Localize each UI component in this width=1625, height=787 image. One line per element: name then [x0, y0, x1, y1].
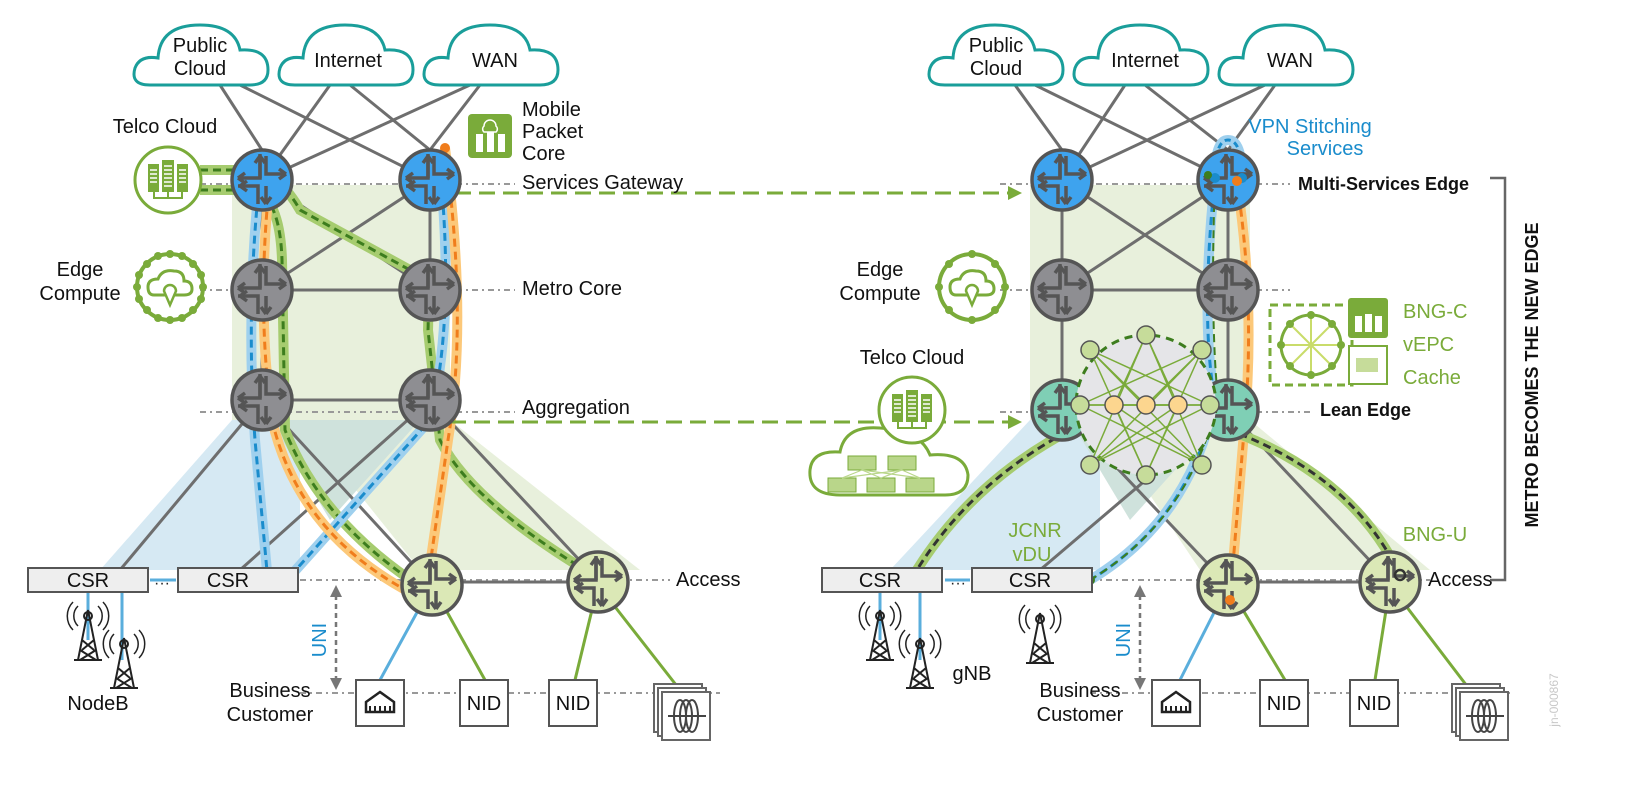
- edge-compute-icon: [133, 250, 207, 324]
- fiber-spool-icon: [653, 683, 711, 741]
- edge-fabric-mesh: [1070, 325, 1220, 485]
- mpc-label-line1: Mobile: [522, 99, 581, 121]
- cloud-label: Internet: [314, 50, 382, 72]
- router-core-1: [1030, 258, 1094, 322]
- telco-cloud-icon: [133, 145, 203, 215]
- router-core-2: [398, 258, 462, 322]
- telco-cloud-label: Telco Cloud: [113, 116, 218, 138]
- jcnr-label: JCNR: [1008, 520, 1061, 542]
- cache-label: Cache: [1403, 367, 1461, 389]
- mobile-packet-core-icon: [468, 114, 512, 158]
- edge-compute-label-line2: Compute: [839, 283, 920, 305]
- vpn-stitching-label-line2: Services: [1287, 138, 1364, 160]
- ran-zone: [100, 420, 300, 570]
- router-mse-2: [1196, 148, 1260, 212]
- business-customer-icon: [1151, 679, 1201, 727]
- svg-text:NID: NID: [1267, 693, 1301, 715]
- svg-text:CSR: CSR: [1009, 570, 1051, 592]
- svg-text:CSR: CSR: [207, 570, 249, 592]
- telco-cloud-label: Telco Cloud: [860, 347, 965, 369]
- uni-label: UNI: [1113, 623, 1135, 657]
- cloud-wan-right: WAN: [1217, 23, 1355, 87]
- router-access-1: [1196, 553, 1260, 617]
- bng-c-label: BNG-C: [1403, 301, 1467, 323]
- layer-label-services-gateway: Services Gateway: [522, 172, 683, 194]
- nid-box-1: NID: [1259, 679, 1309, 727]
- cloud-internet-left: Internet: [277, 23, 415, 87]
- csr-box-1: CSR: [821, 567, 943, 593]
- layer-label-access: Access: [1428, 569, 1492, 591]
- mpc-label-line2: Packet: [522, 121, 584, 143]
- edge-compute-label-line2: Compute: [39, 283, 120, 305]
- router-mse-1: [1030, 148, 1094, 212]
- router-agg-2: [398, 368, 462, 432]
- mpc-label-line3: Core: [522, 143, 565, 165]
- layer-label-multi-services-edge: Multi-Services Edge: [1298, 174, 1469, 194]
- business-customer-label-line2: Customer: [1037, 704, 1124, 726]
- svg-text:CSR: CSR: [67, 570, 109, 592]
- uni-label: UNI: [309, 623, 331, 657]
- csr-box-2: CSR: [177, 567, 299, 593]
- vdu-label: vDU: [1013, 544, 1052, 566]
- edge-compute-label-line1: Edge: [57, 259, 104, 281]
- layer-label-aggregation: Aggregation: [522, 397, 630, 419]
- cloud-label: WAN: [472, 50, 518, 72]
- router-agg-1: [230, 368, 294, 432]
- cloud-label: Internet: [1111, 50, 1179, 72]
- edge-compute-icon: [935, 250, 1009, 324]
- svg-text:CSR: CSR: [859, 570, 901, 592]
- nid-box-2: NID: [1349, 679, 1399, 727]
- cloud-internet-right: Internet: [1072, 23, 1210, 87]
- services-box: [1268, 298, 1388, 387]
- cloud-label: WAN: [1267, 50, 1313, 72]
- bng-u-label: BNG-U: [1403, 524, 1467, 546]
- svg-text:NID: NID: [467, 693, 501, 715]
- vepc-label: vEPC: [1403, 334, 1454, 356]
- metro-new-edge-title: METRO BECOMES THE NEW EDGE: [1522, 222, 1542, 527]
- router-core-1: [230, 258, 294, 322]
- svg-text:NID: NID: [1357, 693, 1391, 715]
- business-customer-label-line1: Business: [1039, 680, 1120, 702]
- svg-text:NID: NID: [556, 693, 590, 715]
- uni-arrow: [330, 585, 342, 690]
- nid-box-2: NID: [548, 679, 598, 727]
- overlap-zone: [270, 420, 420, 520]
- cloud-wan-left: WAN: [422, 23, 560, 87]
- business-customer-label-line1: Business: [229, 680, 310, 702]
- csr-chain-ellipsis: ···: [154, 575, 170, 592]
- csr-box-2: CSR: [971, 567, 1093, 593]
- layer-label-metro-core: Metro Core: [522, 278, 622, 300]
- business-customer-icon: [355, 679, 405, 727]
- figure-id-watermark: jn-000867: [1547, 673, 1561, 728]
- business-customer-label-line2: Customer: [227, 704, 314, 726]
- csr-chain-ellipsis: ···: [950, 575, 966, 592]
- layer-label-lean-edge: Lean Edge: [1320, 400, 1411, 420]
- new-edge-bracket: [1490, 176, 1507, 582]
- nid-box-1: NID: [459, 679, 509, 727]
- router-access-2: [1358, 550, 1422, 614]
- telco-cloud-icon: [808, 375, 970, 497]
- router-access-2: [566, 550, 630, 614]
- cell-tower-icon: [1018, 604, 1062, 664]
- fiber-spool-icon: [1451, 683, 1509, 741]
- vpn-stitching-label-line1: VPN Stitching: [1248, 116, 1371, 138]
- gnb-label: gNB: [953, 663, 992, 685]
- router-core-2: [1196, 258, 1260, 322]
- edge-compute-label-line1: Edge: [857, 259, 904, 281]
- layer-label-access: Access: [676, 569, 740, 591]
- router-sg-1: [230, 148, 294, 212]
- csr-box-1: CSR: [27, 567, 149, 593]
- cell-tower-icon: [102, 629, 146, 689]
- uni-arrow: [1134, 585, 1146, 690]
- nodeb-label: NodeB: [67, 693, 128, 715]
- router-access-1: [400, 553, 464, 617]
- router-sg-2: [398, 148, 462, 212]
